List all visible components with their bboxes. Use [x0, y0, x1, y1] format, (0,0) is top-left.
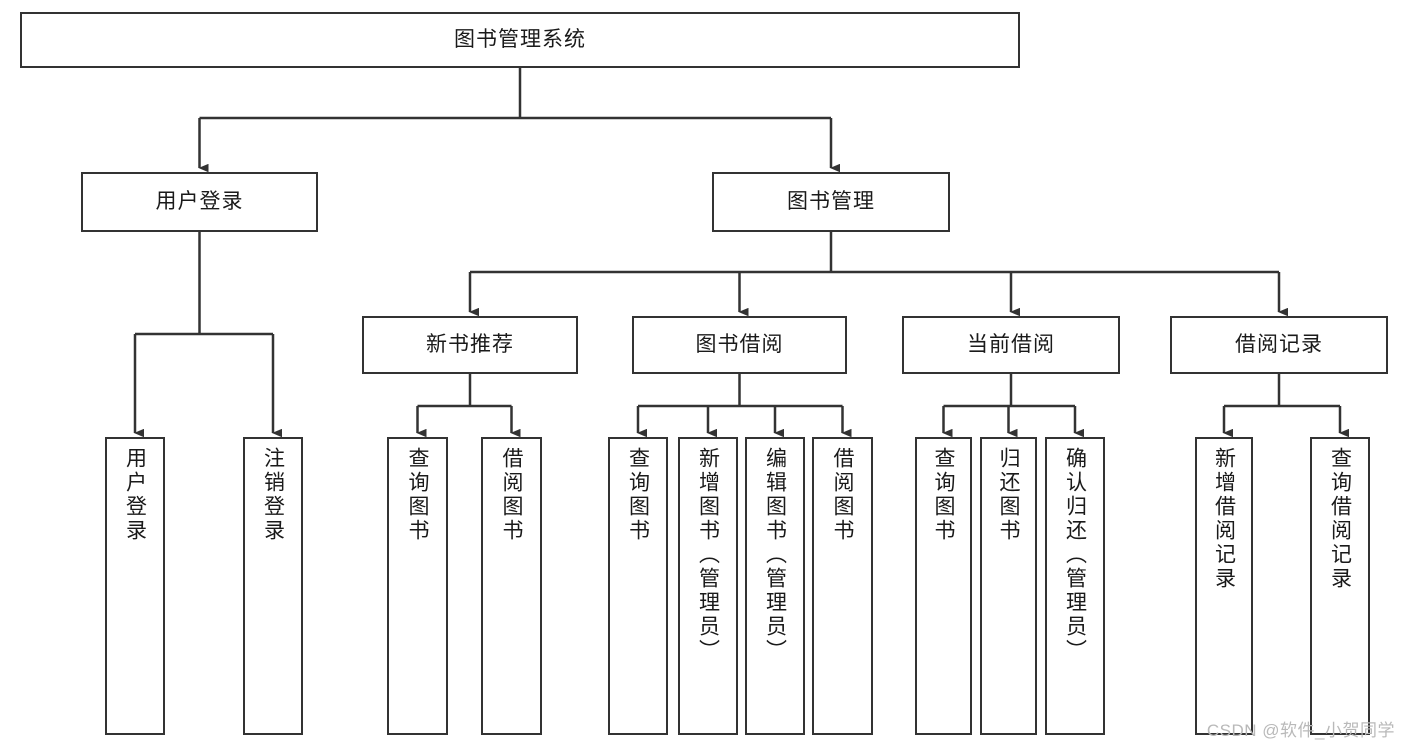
node-leaf-borrow-book-2[interactable]: 借阅图书 — [812, 437, 873, 735]
node-leaf-query-book-1-label: 查询图书 — [406, 447, 430, 543]
node-leaf-borrow-book-1[interactable]: 借阅图书 — [481, 437, 542, 735]
node-leaf-borrow-book-1-label: 借阅图书 — [500, 447, 524, 543]
node-leaf-return-book-label: 归还图书 — [997, 447, 1021, 543]
node-borrow-record[interactable]: 借阅记录 — [1170, 316, 1388, 374]
node-leaf-edit-book-label: 编辑图书（管理员） — [763, 447, 787, 663]
node-current-borrow-label: 当前借阅 — [967, 333, 1055, 357]
node-user-login[interactable]: 用户登录 — [81, 172, 318, 232]
node-leaf-add-book[interactable]: 新增图书（管理员） — [678, 437, 738, 735]
node-leaf-query-record-label: 查询借阅记录 — [1328, 447, 1352, 591]
node-leaf-query-book-2[interactable]: 查询图书 — [608, 437, 668, 735]
node-book-borrow-label: 图书借阅 — [695, 333, 784, 357]
node-leaf-add-record-label: 新增借阅记录 — [1212, 447, 1236, 591]
node-current-borrow[interactable]: 当前借阅 — [902, 316, 1120, 374]
node-leaf-query-book-3[interactable]: 查询图书 — [915, 437, 972, 735]
node-leaf-query-book-1[interactable]: 查询图书 — [387, 437, 448, 735]
node-new-book-recommend-label: 新书推荐 — [426, 333, 514, 357]
node-leaf-query-book-2-label: 查询图书 — [626, 447, 650, 543]
node-new-book-recommend[interactable]: 新书推荐 — [362, 316, 578, 374]
node-leaf-confirm-return-label: 确认归还（管理员） — [1063, 447, 1087, 663]
node-book-borrow[interactable]: 图书借阅 — [632, 316, 847, 374]
csdn-watermark: CSDN @软件_小贺同学 — [1206, 721, 1395, 740]
node-leaf-user-login-label: 用户登录 — [123, 447, 147, 543]
node-leaf-confirm-return[interactable]: 确认归还（管理员） — [1045, 437, 1105, 735]
node-book-manage-label: 图书管理 — [787, 190, 875, 214]
node-leaf-add-record[interactable]: 新增借阅记录 — [1195, 437, 1253, 735]
node-leaf-logout-label: 注销登录 — [261, 447, 285, 543]
node-leaf-logout[interactable]: 注销登录 — [243, 437, 303, 735]
node-leaf-return-book[interactable]: 归还图书 — [980, 437, 1037, 735]
node-leaf-query-record[interactable]: 查询借阅记录 — [1310, 437, 1370, 735]
node-book-manage[interactable]: 图书管理 — [712, 172, 950, 232]
node-leaf-user-login[interactable]: 用户登录 — [105, 437, 165, 735]
node-user-login-label: 用户登录 — [155, 190, 244, 214]
node-leaf-query-book-3-label: 查询图书 — [932, 447, 956, 543]
node-leaf-borrow-book-2-label: 借阅图书 — [831, 447, 855, 543]
node-root[interactable]: 图书管理系统 — [20, 12, 1020, 68]
node-borrow-record-label: 借阅记录 — [1235, 333, 1323, 357]
node-leaf-add-book-label: 新增图书（管理员） — [696, 447, 720, 663]
node-root-label: 图书管理系统 — [454, 28, 586, 52]
node-leaf-edit-book[interactable]: 编辑图书（管理员） — [745, 437, 805, 735]
